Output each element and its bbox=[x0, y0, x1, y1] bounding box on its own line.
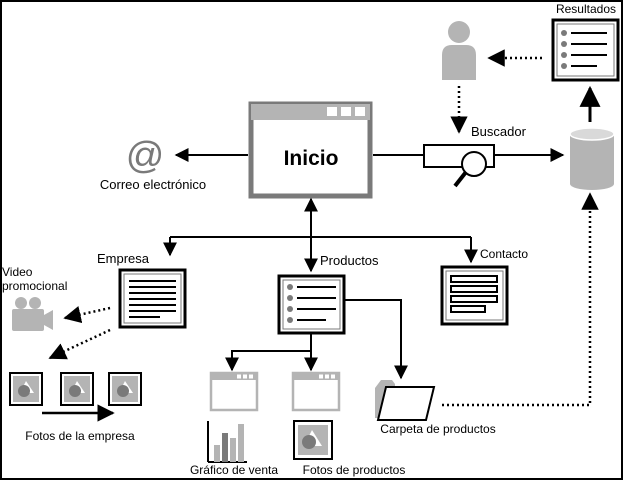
database-icon bbox=[569, 127, 615, 190]
carpeta-label: Carpeta de productos bbox=[380, 422, 495, 436]
arrow-productos-grafico bbox=[225, 350, 311, 372]
empresa-label: Empresa bbox=[97, 251, 150, 266]
photo-icon-product[interactable] bbox=[293, 420, 333, 460]
contacto-label: Contacto bbox=[480, 247, 528, 261]
inicio-node[interactable]: Inicio bbox=[248, 101, 373, 199]
contacto-form-icon[interactable] bbox=[440, 265, 509, 326]
arrow-empresa-video bbox=[63, 306, 111, 324]
resultados-label: Resultados bbox=[556, 2, 616, 16]
photo-icon-3[interactable] bbox=[108, 372, 142, 406]
productos-list-icon[interactable] bbox=[277, 274, 346, 335]
arrow-productos-carpeta bbox=[344, 299, 408, 380]
bar-chart-icon bbox=[207, 421, 247, 463]
resultados-list-icon[interactable] bbox=[551, 18, 620, 82]
video-camera-icon[interactable] bbox=[12, 297, 53, 331]
user-icon bbox=[442, 21, 476, 80]
photo-icon-1[interactable] bbox=[9, 372, 43, 406]
inicio-label: Inicio bbox=[284, 147, 339, 170]
email-node[interactable]: @ Correo electrónico bbox=[100, 135, 206, 192]
photo-icon-2[interactable] bbox=[60, 372, 94, 406]
fotos-empresa-label: Fotos de la empresa bbox=[25, 429, 135, 443]
fotos-productos-label: Fotos de productos bbox=[303, 463, 406, 477]
grafico-window-icon[interactable] bbox=[209, 371, 259, 412]
empresa-document-icon[interactable] bbox=[118, 268, 187, 329]
folder-icon[interactable] bbox=[375, 380, 436, 421]
video-label-line2: promocional bbox=[2, 279, 67, 293]
grafico-label: Gráfico de venta bbox=[190, 463, 278, 477]
video-label-line1: Video bbox=[2, 265, 33, 279]
search-icon[interactable] bbox=[423, 144, 495, 188]
buscador-label: Buscador bbox=[471, 124, 527, 139]
arrow-empresa-fotos bbox=[48, 328, 111, 360]
fotos-productos-window-icon[interactable] bbox=[291, 371, 341, 412]
at-icon: @ bbox=[126, 135, 165, 177]
productos-label: Productos bbox=[320, 253, 379, 268]
email-label: Correo electrónico bbox=[100, 177, 206, 192]
